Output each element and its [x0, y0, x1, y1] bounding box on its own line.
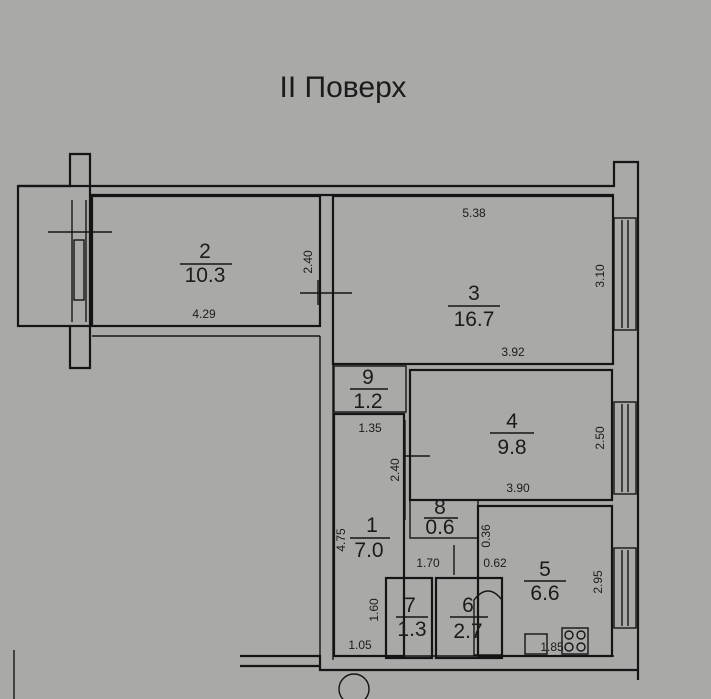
dim-1-85: 1.85	[540, 640, 564, 654]
room-number-8: 8	[434, 496, 446, 519]
room-number-2: 2	[199, 240, 211, 263]
dim-2-50: 2.50	[593, 426, 607, 450]
dim-3-10: 3.10	[593, 264, 607, 288]
room-area-7: 1.3	[397, 618, 426, 641]
dim-3-90: 3.90	[506, 481, 530, 495]
room-area-1: 7.0	[354, 539, 383, 562]
dimension-labels: 5.38 3.10 3.92 2.40 4.29 1.35 2.50 2.40 …	[192, 206, 607, 654]
room-area-5: 6.6	[530, 582, 559, 605]
room-area-8: 0.6	[425, 516, 454, 539]
room-number-4: 4	[506, 410, 518, 433]
room-labels: 2 10.3 3 16.7 9 1.2 4 9.8 8 0.6 1 7.0 7 …	[180, 240, 566, 643]
room-number-9: 9	[362, 366, 374, 389]
dim-1-35: 1.35	[358, 421, 382, 435]
room-number-7: 7	[404, 594, 416, 617]
room-area-2: 10.3	[185, 264, 226, 287]
dim-4-75: 4.75	[334, 528, 348, 552]
dim-2-40-room2: 2.40	[301, 250, 315, 274]
dim-0-36: 0.36	[479, 524, 493, 548]
dim-3-92: 3.92	[501, 345, 525, 359]
walls	[13, 152, 640, 699]
room-number-5: 5	[539, 558, 551, 581]
room-area-4: 9.8	[497, 436, 526, 459]
room-area-3: 16.7	[454, 308, 495, 331]
room-area-6: 2.7	[453, 620, 482, 643]
dim-2-40-room4: 2.40	[388, 458, 402, 482]
dim-4-29: 4.29	[192, 307, 216, 321]
dim-1-70: 1.70	[416, 556, 440, 570]
dim-5-38: 5.38	[462, 206, 486, 220]
room-area-9: 1.2	[353, 390, 382, 413]
plan-title: II Поверх	[280, 71, 407, 104]
room-number-3: 3	[468, 282, 480, 305]
dim-1-60: 1.60	[367, 598, 381, 622]
room-number-1: 1	[366, 514, 378, 537]
room-number-6: 6	[462, 594, 474, 617]
dim-1-05: 1.05	[348, 638, 372, 652]
dim-2-95: 2.95	[591, 570, 605, 594]
dim-0-62: 0.62	[483, 556, 507, 570]
